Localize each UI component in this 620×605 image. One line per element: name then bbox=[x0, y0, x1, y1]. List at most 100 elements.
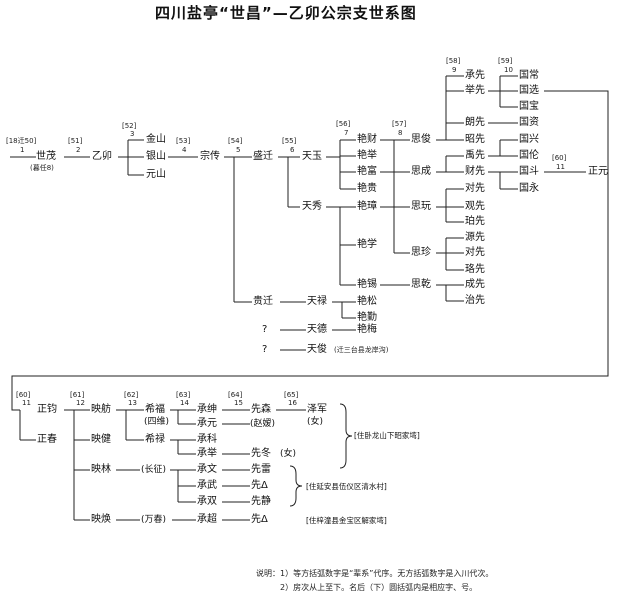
generation-label: [65] bbox=[284, 391, 299, 399]
person-name: 朗先 bbox=[465, 117, 485, 128]
legend-note-1: 说明：1）等方括弧数字是“辈系”代序。无方括弧数字是入川代次。 bbox=[256, 569, 494, 578]
generation-label: [55] bbox=[282, 137, 297, 145]
person-name: 珞先 bbox=[465, 264, 485, 275]
person-name: 艳勤 bbox=[357, 312, 377, 323]
generation-number: 12 bbox=[76, 399, 85, 407]
person-name: 思成 bbox=[411, 166, 431, 177]
person-name: 承元 bbox=[197, 418, 217, 429]
person-name: 映健 bbox=[91, 434, 111, 445]
generation-label: [62] bbox=[124, 391, 139, 399]
person-name: 承科 bbox=[197, 434, 217, 445]
person-name: 思乾 bbox=[411, 279, 431, 290]
generation-label: [60] bbox=[16, 391, 31, 399]
generation-number: 6 bbox=[290, 146, 295, 154]
generation-number: 11 bbox=[22, 399, 31, 407]
person-note: (女) bbox=[280, 449, 297, 459]
person-name: 对先 bbox=[465, 183, 485, 194]
person-name: 天俊 bbox=[307, 344, 327, 355]
generation-number: 14 bbox=[180, 399, 189, 407]
person-name: 国兴 bbox=[519, 134, 539, 145]
person-name: 先Δ bbox=[251, 514, 268, 525]
person-name: 禹先 bbox=[465, 150, 485, 161]
person-name: 国永 bbox=[519, 183, 539, 194]
person-name: 艳举 bbox=[357, 150, 377, 161]
person-name: 正钧 bbox=[37, 404, 57, 415]
generation-label: [54] bbox=[228, 137, 243, 145]
generation-number: 8 bbox=[398, 129, 403, 137]
generation-number: 5 bbox=[236, 146, 241, 154]
person-name: 盛迁 bbox=[253, 151, 273, 162]
person-name: 先冬 bbox=[251, 448, 271, 459]
person-name: 映舫 bbox=[91, 404, 111, 415]
person-note: (四维) bbox=[144, 417, 170, 427]
person-name: 观先 bbox=[465, 201, 485, 212]
person-name: 承文 bbox=[197, 464, 217, 475]
generation-label: [18迁50] bbox=[6, 137, 37, 145]
person-name: 源先 bbox=[465, 232, 485, 243]
person-name: 国资 bbox=[519, 117, 539, 128]
generation-label: [52] bbox=[122, 122, 137, 130]
person-note: (赵嫒) bbox=[250, 419, 276, 429]
generation-number: 7 bbox=[344, 129, 349, 137]
generation-label: [56] bbox=[336, 120, 351, 128]
legend-note-2: 2）房次从上至下。名后（下）圆括弧内是相应字、号。 bbox=[280, 583, 478, 592]
person-name: 承超 bbox=[197, 514, 217, 525]
person-name: 金山 bbox=[146, 134, 166, 145]
person-name: 珀先 bbox=[465, 216, 485, 227]
unknown-marker: ? bbox=[262, 324, 268, 335]
person-name: 乙卯 bbox=[92, 151, 112, 162]
person-name: 国宝 bbox=[519, 101, 539, 112]
person-name: 承武 bbox=[197, 480, 217, 491]
generation-label: [60] bbox=[552, 154, 567, 162]
unknown-marker: ? bbox=[262, 344, 268, 355]
person-name: 思俊 bbox=[411, 134, 431, 145]
person-note: (迁三台县龙岸沟) bbox=[334, 346, 389, 354]
person-note: (长征) bbox=[141, 465, 167, 475]
person-name: 思珍 bbox=[411, 247, 431, 258]
person-name: 希福 bbox=[145, 404, 165, 415]
person-name: 银山 bbox=[146, 151, 166, 162]
residence-note: [住卧龙山下昭家塆] bbox=[354, 431, 420, 440]
person-name: 贵迁 bbox=[253, 296, 273, 307]
person-name: 艳松 bbox=[357, 296, 377, 307]
generation-label: [53] bbox=[176, 137, 191, 145]
person-note: (万春) bbox=[141, 515, 167, 525]
generation-label: [64] bbox=[228, 391, 243, 399]
generation-label: [61] bbox=[70, 391, 85, 399]
person-name: 映焕 bbox=[91, 514, 111, 525]
person-note: (女) bbox=[307, 417, 324, 427]
person-name: 天德 bbox=[307, 324, 327, 335]
person-name: 艳学 bbox=[357, 239, 377, 250]
person-name: 思玩 bbox=[411, 201, 431, 212]
person-name: 艳锡 bbox=[357, 279, 377, 290]
person-name: 艳璋 bbox=[357, 201, 377, 212]
person-name: 承举 bbox=[197, 448, 217, 459]
generation-label: [63] bbox=[176, 391, 191, 399]
generation-number: 10 bbox=[504, 66, 513, 74]
person-name: 国斗 bbox=[519, 166, 539, 177]
person-note: (暮任8) bbox=[30, 164, 54, 172]
diagram-title: 四川盐亭“世昌”—乙卯公宗支世系图 bbox=[155, 4, 417, 22]
person-name: 先Δ bbox=[251, 480, 268, 491]
person-name: 艳财 bbox=[357, 134, 377, 145]
person-name: 先雷 bbox=[251, 464, 271, 475]
generation-label: [57] bbox=[392, 120, 407, 128]
generation-number: 2 bbox=[76, 146, 81, 154]
generation-number: 11 bbox=[556, 163, 565, 171]
generation-number: 1 bbox=[20, 146, 25, 154]
person-name: 天玉 bbox=[302, 151, 322, 162]
generation-number: 3 bbox=[130, 130, 135, 138]
generation-number: 13 bbox=[128, 399, 137, 407]
person-name: 举先 bbox=[465, 85, 485, 96]
person-name: 元山 bbox=[146, 169, 166, 180]
person-name: 正春 bbox=[37, 434, 57, 445]
person-name: 承双 bbox=[197, 496, 217, 507]
person-name: 昭先 bbox=[465, 134, 485, 145]
person-name: 先森 bbox=[251, 404, 271, 415]
person-name: 先静 bbox=[251, 496, 271, 507]
person-name: 宗传 bbox=[200, 151, 220, 162]
person-name: 希禄 bbox=[145, 434, 165, 445]
person-name: 国常 bbox=[519, 70, 539, 81]
person-name: 承绅 bbox=[197, 404, 217, 415]
